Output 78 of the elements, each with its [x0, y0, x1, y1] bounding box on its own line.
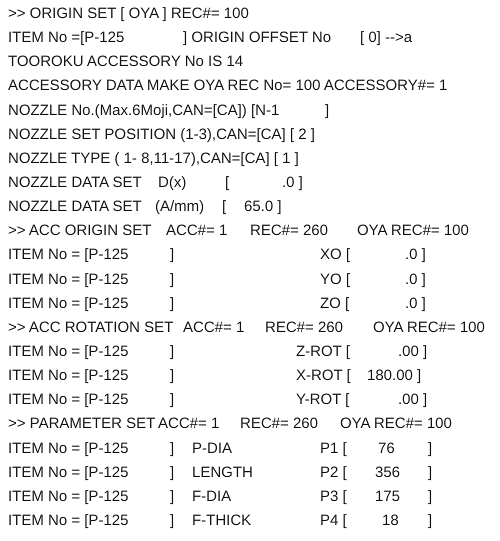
- terminal-text: >> ACC ORIGIN SET: [8, 222, 152, 240]
- terminal-text: 175: [375, 488, 400, 506]
- terminal-text: ]: [428, 464, 432, 482]
- terminal-text: OYA REC#= 100: [340, 415, 452, 434]
- terminal-text: P3 [: [320, 488, 347, 506]
- terminal-text: P-DIA: [192, 440, 232, 458]
- terminal-text: 65.0 ]: [244, 198, 282, 216]
- terminal-text: ITEM No = [P-125: [8, 488, 128, 506]
- terminal-text: OYA REC#= 100: [357, 222, 469, 240]
- terminal-text: REC#= 260: [265, 318, 343, 337]
- terminal-text: ACCESSORY DATA MAKE OYA REC No= 100 ACCESSORY#= 1: [8, 77, 448, 96]
- terminal-text: NOZZLE SET POSITION (1-3),CAN=[CA] [ 2 ]: [8, 126, 315, 144]
- terminal-text: NOZZLE No.(Max.6Moji,CAN=[CA]) [N-1: [8, 102, 280, 120]
- terminal-text: ]: [428, 512, 432, 530]
- terminal-text: ACC#= 1: [158, 415, 220, 434]
- terminal-text: 76: [378, 440, 395, 458]
- terminal-text: ]: [428, 488, 432, 506]
- terminal-text: 180.00 ]: [367, 367, 422, 386]
- terminal-text: OYA REC#= 100: [373, 318, 485, 337]
- terminal-text: ]: [170, 270, 174, 289]
- terminal-text: NOZZLE DATA SET: [8, 198, 142, 216]
- terminal-text: Y-ROT [: [296, 391, 350, 410]
- terminal-text: ]: [325, 102, 330, 120]
- terminal-text: ACC#= 1: [166, 222, 228, 240]
- terminal-text: 356: [375, 464, 400, 482]
- terminal-text: ]: [170, 440, 174, 458]
- terminal-text: [ 0] -->a: [360, 29, 412, 48]
- terminal-text: (A/mm): [155, 198, 204, 216]
- terminal-text: .00 ]: [398, 391, 428, 410]
- terminal-text: NOZZLE TYPE ( 1- 8,11-17),CAN=[CA] [ 1 ]: [8, 150, 299, 168]
- terminal-text: [: [225, 174, 230, 192]
- terminal-text: NOZZLE DATA SET: [8, 174, 142, 192]
- terminal-text: ITEM No = [P-125: [8, 464, 128, 482]
- terminal-text: P1 [: [320, 440, 347, 458]
- terminal-text: ACC#= 1: [183, 318, 244, 337]
- terminal-text: XO [: [320, 246, 350, 264]
- terminal-text: ]: [170, 512, 174, 530]
- terminal-text: ZO [: [320, 294, 350, 313]
- terminal-text: .0 ]: [405, 270, 426, 289]
- terminal-text: ]: [170, 343, 174, 361]
- terminal-text: ITEM No = [P-125: [8, 367, 128, 386]
- terminal-text: ]: [170, 464, 174, 482]
- terminal-text: TOOROKU ACCESSORY No IS 14: [8, 53, 244, 72]
- terminal-text: ITEM No = [P-125: [8, 391, 128, 410]
- terminal-text: P2 [: [320, 464, 347, 482]
- terminal-text: ]: [170, 391, 174, 410]
- terminal-text: X-ROT [: [296, 367, 351, 386]
- terminal-text: ]: [170, 488, 174, 506]
- terminal-text: ITEM No = [P-125: [8, 440, 128, 458]
- terminal-text: ]: [170, 246, 174, 264]
- terminal-text: .00 ]: [398, 343, 428, 361]
- terminal-text: ]: [170, 294, 174, 313]
- terminal-text: ITEM No = [P-125: [8, 343, 128, 361]
- terminal-text: .0 ]: [282, 174, 303, 192]
- terminal-text: ITEM No = [P-125: [8, 246, 128, 264]
- terminal-text: .0 ]: [405, 246, 426, 264]
- terminal-text: >> PARAMETER SET: [8, 415, 156, 434]
- terminal-text: ITEM No = [P-125: [8, 294, 128, 313]
- terminal-text: F-DIA: [192, 488, 232, 506]
- terminal-text: D(x): [158, 174, 186, 192]
- terminal-text: ITEM No = [P-125: [8, 270, 128, 289]
- terminal-text: REC#= 260: [240, 415, 318, 434]
- terminal-text: ]: [170, 367, 174, 386]
- terminal-text: P4 [: [320, 512, 347, 530]
- terminal-text: .0 ]: [405, 294, 426, 313]
- terminal-text: F-THICK: [192, 512, 252, 530]
- terminal-text: [: [222, 198, 226, 216]
- terminal-text: ITEM No =[P-125: [8, 29, 124, 48]
- terminal-text: Z-ROT [: [296, 343, 350, 361]
- terminal-text: ITEM No = [P-125: [8, 512, 128, 530]
- terminal-text: ]: [428, 440, 432, 458]
- terminal-text: >> ORIGIN SET [ OYA ] REC#= 100: [8, 5, 249, 23]
- terminal-text: REC#= 260: [250, 222, 328, 240]
- terminal-text: YO [: [320, 270, 350, 289]
- terminal-text: LENGTH: [192, 464, 253, 482]
- terminal-text: >> ACC ROTATION SET: [8, 318, 174, 337]
- terminal-text: ] ORIGIN OFFSET No: [183, 29, 332, 48]
- terminal-text: 18: [382, 512, 399, 530]
